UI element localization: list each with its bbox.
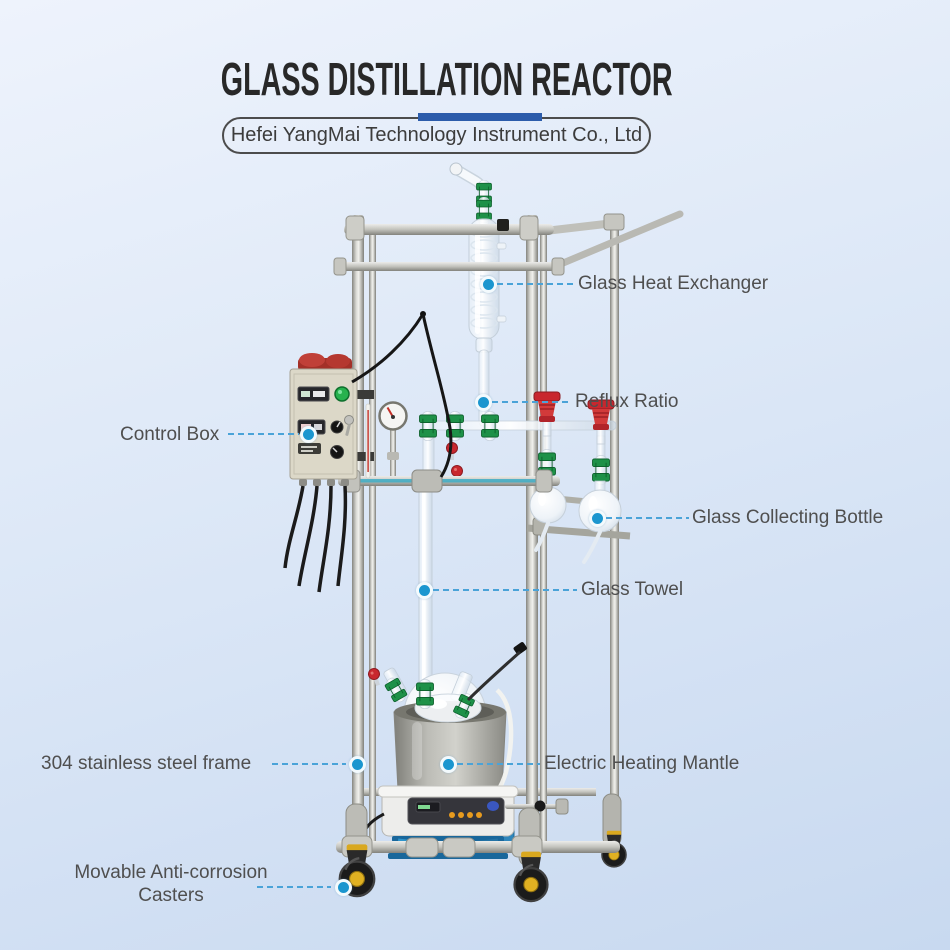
collecting-bottles xyxy=(526,476,631,564)
callout-label: 304 stainless steel frame xyxy=(41,753,252,774)
heating-mantle-assembly xyxy=(366,642,527,796)
callout-line xyxy=(492,401,572,403)
callout-dot xyxy=(349,756,366,773)
frame-top-bars xyxy=(333,215,565,276)
callout-dot xyxy=(440,756,457,773)
company-pill: Hefei YangMai Technology Instrument Co.,… xyxy=(222,117,651,154)
callout-line xyxy=(433,589,577,591)
page-title: GLASS DISTILLATION REACTOR xyxy=(0,53,922,105)
callout-dot xyxy=(416,582,433,599)
callout-label: Control Box xyxy=(120,424,220,445)
control-box xyxy=(289,353,374,486)
callout-line xyxy=(457,763,540,765)
callout-label: Glass Heat Exchanger xyxy=(578,273,769,294)
cables xyxy=(283,311,453,593)
company-name: Hefei YangMai Technology Instrument Co.,… xyxy=(230,124,643,146)
callout-dot xyxy=(589,510,606,527)
callout-label: Electric Heating Mantle xyxy=(544,753,740,774)
callout-label: Movable Anti-corrosion Casters xyxy=(74,862,268,906)
callout-label: Glass Collecting Bottle xyxy=(692,507,884,528)
callout-dot xyxy=(480,276,497,293)
frame-bottom xyxy=(336,793,627,868)
callout-dot xyxy=(300,426,317,443)
frame-mid-bar xyxy=(338,469,560,493)
pressure-gauge xyxy=(365,401,408,479)
callout-dot xyxy=(335,879,352,896)
callout-line xyxy=(272,763,346,765)
callout-line xyxy=(257,886,331,888)
callout-label: Reflux Ratio xyxy=(575,391,679,412)
callout-dot xyxy=(475,394,492,411)
magnetic-stirrer xyxy=(360,785,569,853)
callout-label: Glass Towel xyxy=(581,579,684,600)
callout-line xyxy=(497,283,575,285)
callout-line xyxy=(228,433,299,435)
page-title-text: GLASS DISTILLATION REACTOR xyxy=(221,52,673,106)
title-accent-bar xyxy=(418,113,542,121)
callout-line xyxy=(606,517,689,519)
glass-condenser xyxy=(449,162,507,427)
